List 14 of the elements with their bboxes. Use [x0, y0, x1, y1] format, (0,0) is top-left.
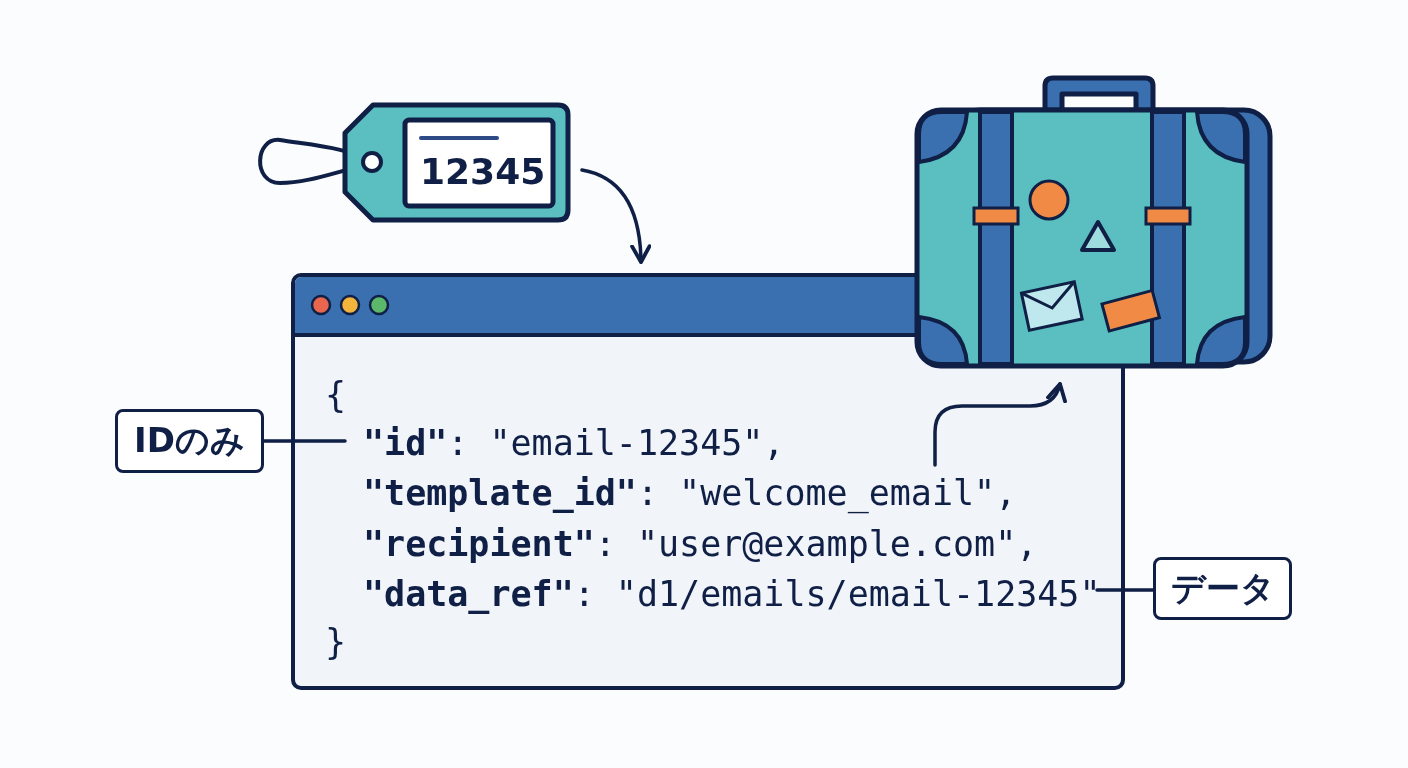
leader-line [262, 439, 347, 443]
code-line: "data_ref": "d1/emails/email-12345" [363, 572, 1101, 616]
arrow [580, 168, 651, 264]
code-line: "template_id": "welcome_email", [363, 471, 1017, 515]
code-line: "recipient": "user@example.com", [363, 522, 1038, 566]
code-line: "id": "email-12345", [363, 421, 785, 465]
code-line: { [325, 373, 347, 417]
callout-label: IDのみ [115, 409, 264, 473]
browser-window [291, 273, 1125, 690]
code-line: } [325, 620, 347, 664]
arrow [933, 382, 1067, 467]
tag-number: 12345 [420, 151, 546, 193]
leader-line [1095, 588, 1155, 592]
callout-label: データ [1153, 557, 1292, 620]
